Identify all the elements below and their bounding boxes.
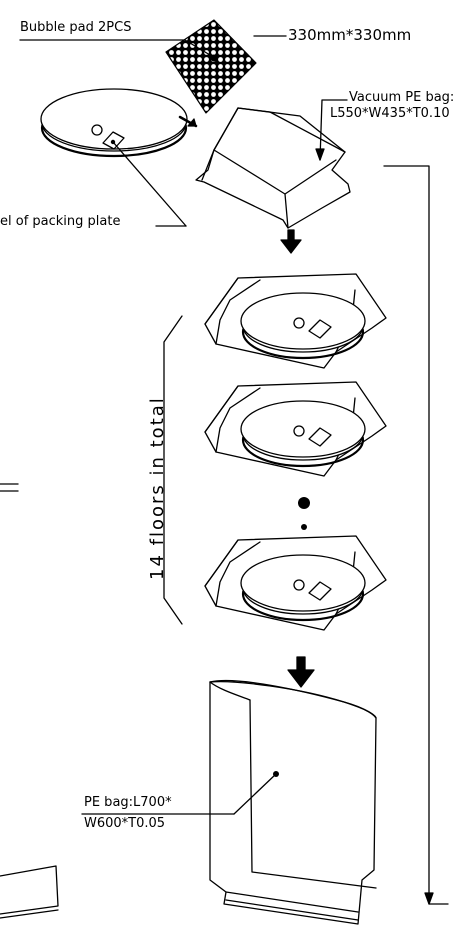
vacuum-bag-label-line1: Vacuum PE bag:	[349, 90, 455, 105]
bagged-plate-2	[204, 381, 387, 477]
down-arrow-2	[287, 656, 315, 688]
vacuum-bag-leader	[319, 99, 348, 161]
bubble-pad-leader	[184, 39, 211, 56]
vacuum-bag	[195, 107, 351, 229]
bubble-pad	[165, 19, 257, 114]
side-connector	[383, 165, 449, 905]
packing-plate	[40, 88, 188, 158]
bagged-plate-1	[204, 273, 387, 369]
vacuum-bag-label-line2: L550*W435*T0.10	[330, 106, 450, 121]
bubble-pad-label: Bubble pad 2PCS	[20, 20, 132, 35]
pe-bag-leader	[233, 773, 277, 815]
floors-total-label: 14 floors in total	[147, 396, 168, 580]
packing-plate-label: el of packing plate	[0, 214, 121, 229]
pe-bag-label-line2: W600*T0.05	[84, 816, 166, 831]
pe-bag-label-line1: PE bag:L700*	[84, 795, 172, 810]
ellipsis-dot-small	[301, 524, 307, 530]
outer-pe-bag	[209, 679, 377, 925]
bagged-plate-3	[204, 535, 387, 631]
pad-size-label: 330mm*330mm	[288, 26, 412, 44]
partial-box-base	[0, 909, 59, 919]
floors-bracket	[163, 315, 183, 625]
ellipsis-dot-large	[298, 497, 310, 509]
down-arrow-1	[280, 229, 302, 254]
plate-label-leader	[112, 141, 187, 227]
partial-box	[0, 865, 59, 915]
